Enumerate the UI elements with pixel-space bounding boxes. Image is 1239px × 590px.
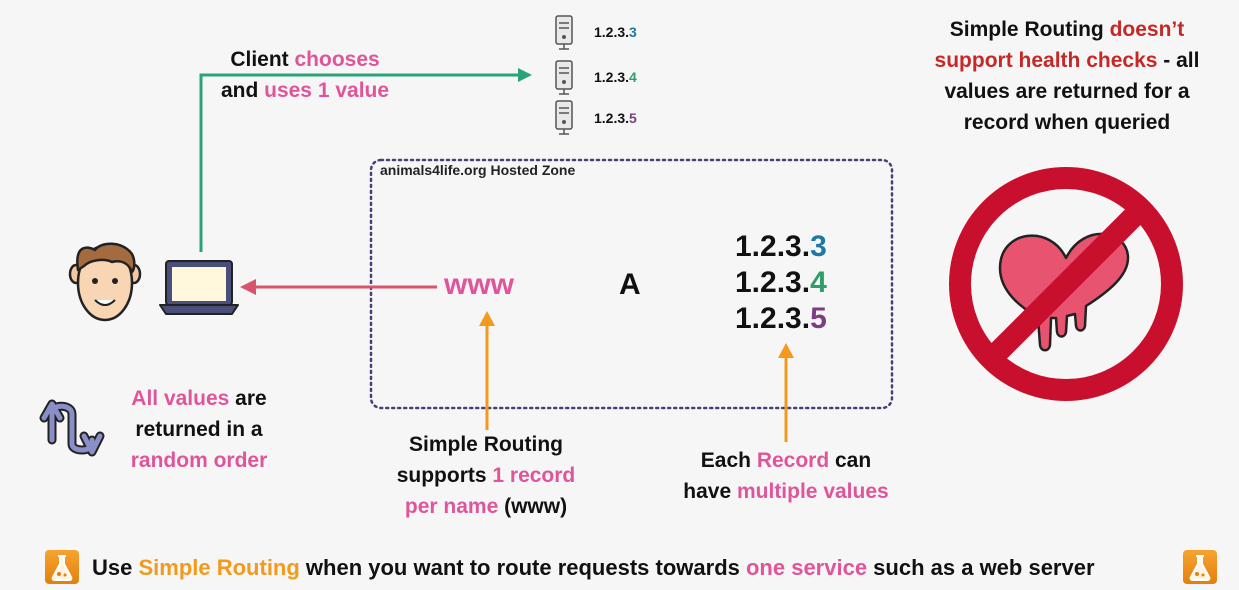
- record-value: 1.2.3.4: [735, 266, 827, 299]
- server-address-label: 1.2.3.4: [594, 69, 637, 85]
- record-name: www: [444, 268, 515, 301]
- record-name-arrow: [479, 311, 495, 430]
- client-choice-text: Client chooses and uses 1 value: [190, 44, 420, 106]
- server-icon: [555, 15, 573, 50]
- client-line2-accent: uses 1 value: [264, 79, 390, 102]
- client-line2-plain: and: [220, 79, 265, 102]
- record-values: 1.2.3.3 1.2.3.4 1.2.3.5: [735, 229, 827, 337]
- server-address-label: 1.2.3.3: [594, 24, 637, 40]
- bottom-caption: Use Simple Routing when you want to rout…: [92, 555, 1095, 580]
- server-icon: [555, 60, 573, 95]
- record-value: 1.2.3.3: [735, 230, 827, 263]
- health-check-text: Simple Routing doesn’t support health ch…: [934, 18, 1200, 134]
- client-line1-plain: Client: [230, 48, 295, 71]
- server-icon: [555, 100, 573, 135]
- client-choice-arrow: [199, 68, 532, 252]
- laptop-icon: [159, 260, 239, 315]
- record-value: 1.2.3.5: [735, 302, 827, 335]
- record-values-arrow: [778, 343, 794, 442]
- server-address-label: 1.2.3.5: [594, 110, 637, 126]
- flask-icon: [45, 550, 79, 584]
- no-health-check-icon: [949, 167, 1183, 401]
- random-order-text: All values are returned in a random orde…: [130, 387, 268, 472]
- hosted-zone-box: [369, 158, 894, 410]
- hosted-zone-title: animals4life.org Hosted Zone: [380, 162, 576, 178]
- user-avatar-icon: [68, 242, 142, 322]
- simple-routing-text: Simple Routing supports 1 record per nam…: [396, 433, 576, 518]
- each-record-text: Each Record can have multiple values: [683, 449, 889, 503]
- record-type: A: [619, 268, 641, 301]
- client-line1-accent: chooses: [294, 48, 380, 71]
- random-order-icon: [39, 399, 105, 457]
- flask-icon: [1183, 550, 1217, 584]
- response-arrow: [240, 279, 437, 295]
